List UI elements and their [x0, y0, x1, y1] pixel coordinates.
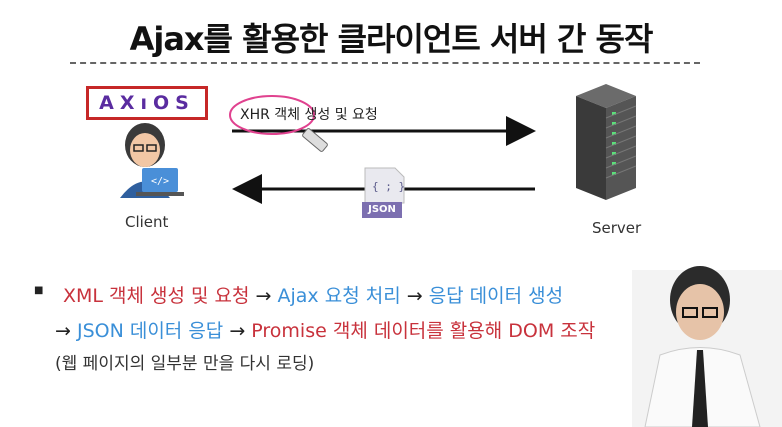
flow-arrow: →	[55, 320, 77, 342]
request-label: XHR 객체 생성 및 요청	[240, 107, 378, 123]
flow-step: XML 객체 생성 및 요청	[63, 285, 250, 307]
bullet-marker: ■	[34, 285, 44, 296]
axios-logo-text: AXıOS	[99, 92, 195, 114]
flow-arrow: →	[249, 285, 278, 307]
flow-arrow: →	[400, 285, 429, 307]
json-file-icon: { ; }	[364, 167, 405, 204]
flow-step: Ajax 요청 처리	[277, 285, 401, 307]
client-label: Client	[125, 213, 169, 231]
server-label: Server	[592, 219, 642, 237]
server-icon	[576, 84, 637, 200]
slide-title: Ajax를 활용한 클라이언트 서버 간 동작	[129, 20, 654, 58]
json-tag: JSON	[362, 202, 402, 218]
flow-line-1: XML 객체 생성 및 요청 → Ajax 요청 처리 → 응답 데이터 생성	[63, 281, 563, 308]
highlight-circle	[229, 95, 315, 135]
svg-text:</>: </>	[151, 176, 169, 187]
flow-line-2: → JSON 데이터 응답 → Promise 객체 데이터를 활용해 DOM …	[55, 316, 595, 343]
pen-cursor-icon	[302, 128, 328, 152]
flow-step: Promise 객체 데이터를 활용해 DOM 조작	[251, 320, 596, 342]
flow-arrow: →	[223, 320, 252, 342]
flow-step: JSON 데이터 응답	[76, 320, 224, 342]
svg-text:{ ; }: { ; }	[372, 180, 405, 193]
flow-note: (웹 페이지의 일부분 만을 다시 로딩)	[55, 354, 315, 374]
flow-step: 응답 데이터 생성	[428, 285, 564, 307]
title-divider	[70, 62, 700, 64]
presenter-image	[632, 266, 782, 427]
client-person-icon: </>	[120, 123, 184, 198]
axios-logo: AXıOS	[86, 86, 208, 120]
